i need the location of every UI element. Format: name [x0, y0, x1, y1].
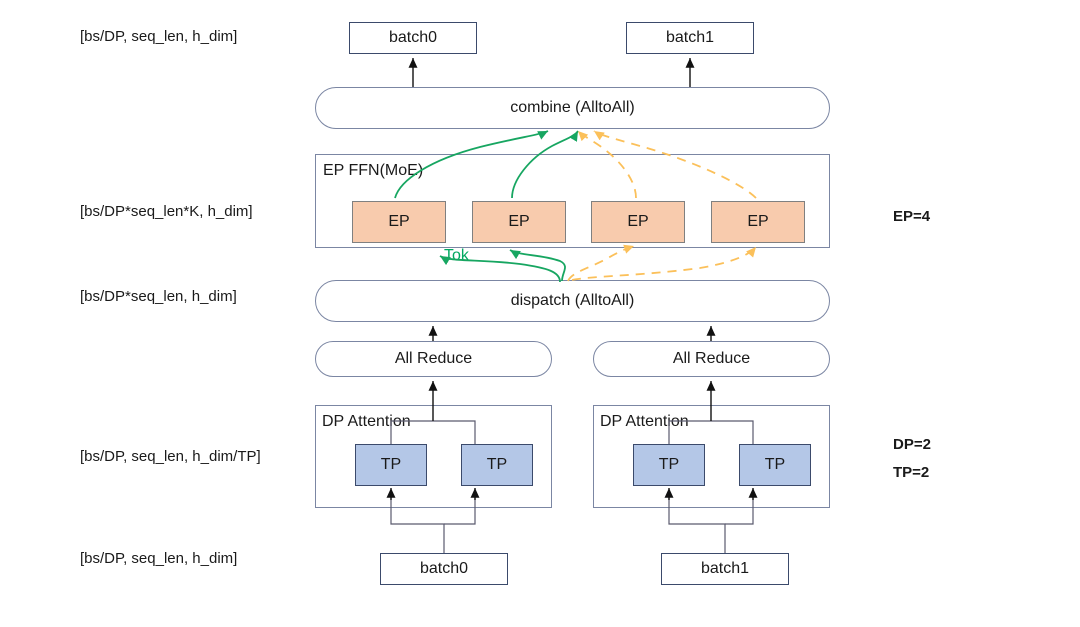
- config-label-tp: TP=2: [893, 464, 930, 481]
- top-batch0-box[interactable]: batch0: [349, 22, 477, 54]
- expert-box-0[interactable]: EP: [352, 201, 446, 243]
- expert-box-2[interactable]: EP: [591, 201, 685, 243]
- dim-label-top-out: [bs/DP, seq_len, h_dim]: [80, 28, 238, 45]
- dim-label-bottom-in: [bs/DP, seq_len, h_dim]: [80, 550, 238, 567]
- orange-route-dispatch-to-expert2: [567, 244, 635, 282]
- dim-label-dispatch-in: [bs/DP*seq_len, h_dim]: [80, 288, 237, 305]
- ep-ffn-moe-title: EP FFN(MoE): [323, 162, 424, 179]
- config-label-dp: DP=2: [893, 436, 931, 453]
- all-reduce-node-1[interactable]: All Reduce: [593, 341, 830, 377]
- tp-shard-1-0[interactable]: TP: [633, 444, 705, 486]
- dim-label-attention-shard: [bs/DP, seq_len, h_dim/TP]: [80, 448, 261, 465]
- bottom-batch1-box[interactable]: batch1: [661, 553, 789, 585]
- top-batch1-box[interactable]: batch1: [626, 22, 754, 54]
- config-label-ep: EP=4: [893, 208, 931, 225]
- combine-alltoall-node[interactable]: combine (AlltoAll): [315, 87, 830, 129]
- expert-box-1[interactable]: EP: [472, 201, 566, 243]
- tp-shard-0-0[interactable]: TP: [355, 444, 427, 486]
- orange-route-dispatch-to-expert3: [571, 246, 757, 281]
- tp-shard-0-1[interactable]: TP: [461, 444, 533, 486]
- dp-attention-title-0: DP Attention: [322, 413, 411, 430]
- dispatch-alltoall-node[interactable]: dispatch (AlltoAll): [315, 280, 830, 322]
- green-route-dispatch-to-expert1: [509, 249, 566, 282]
- token-route-label: Tok: [444, 247, 469, 264]
- tp-shard-1-1[interactable]: TP: [739, 444, 811, 486]
- all-reduce-node-0[interactable]: All Reduce: [315, 341, 552, 377]
- dim-label-moe-expanded: [bs/DP*seq_len*K, h_dim]: [80, 203, 253, 220]
- dp-attention-title-1: DP Attention: [600, 413, 689, 430]
- bottom-batch0-box[interactable]: batch0: [380, 553, 508, 585]
- expert-box-3[interactable]: EP: [711, 201, 805, 243]
